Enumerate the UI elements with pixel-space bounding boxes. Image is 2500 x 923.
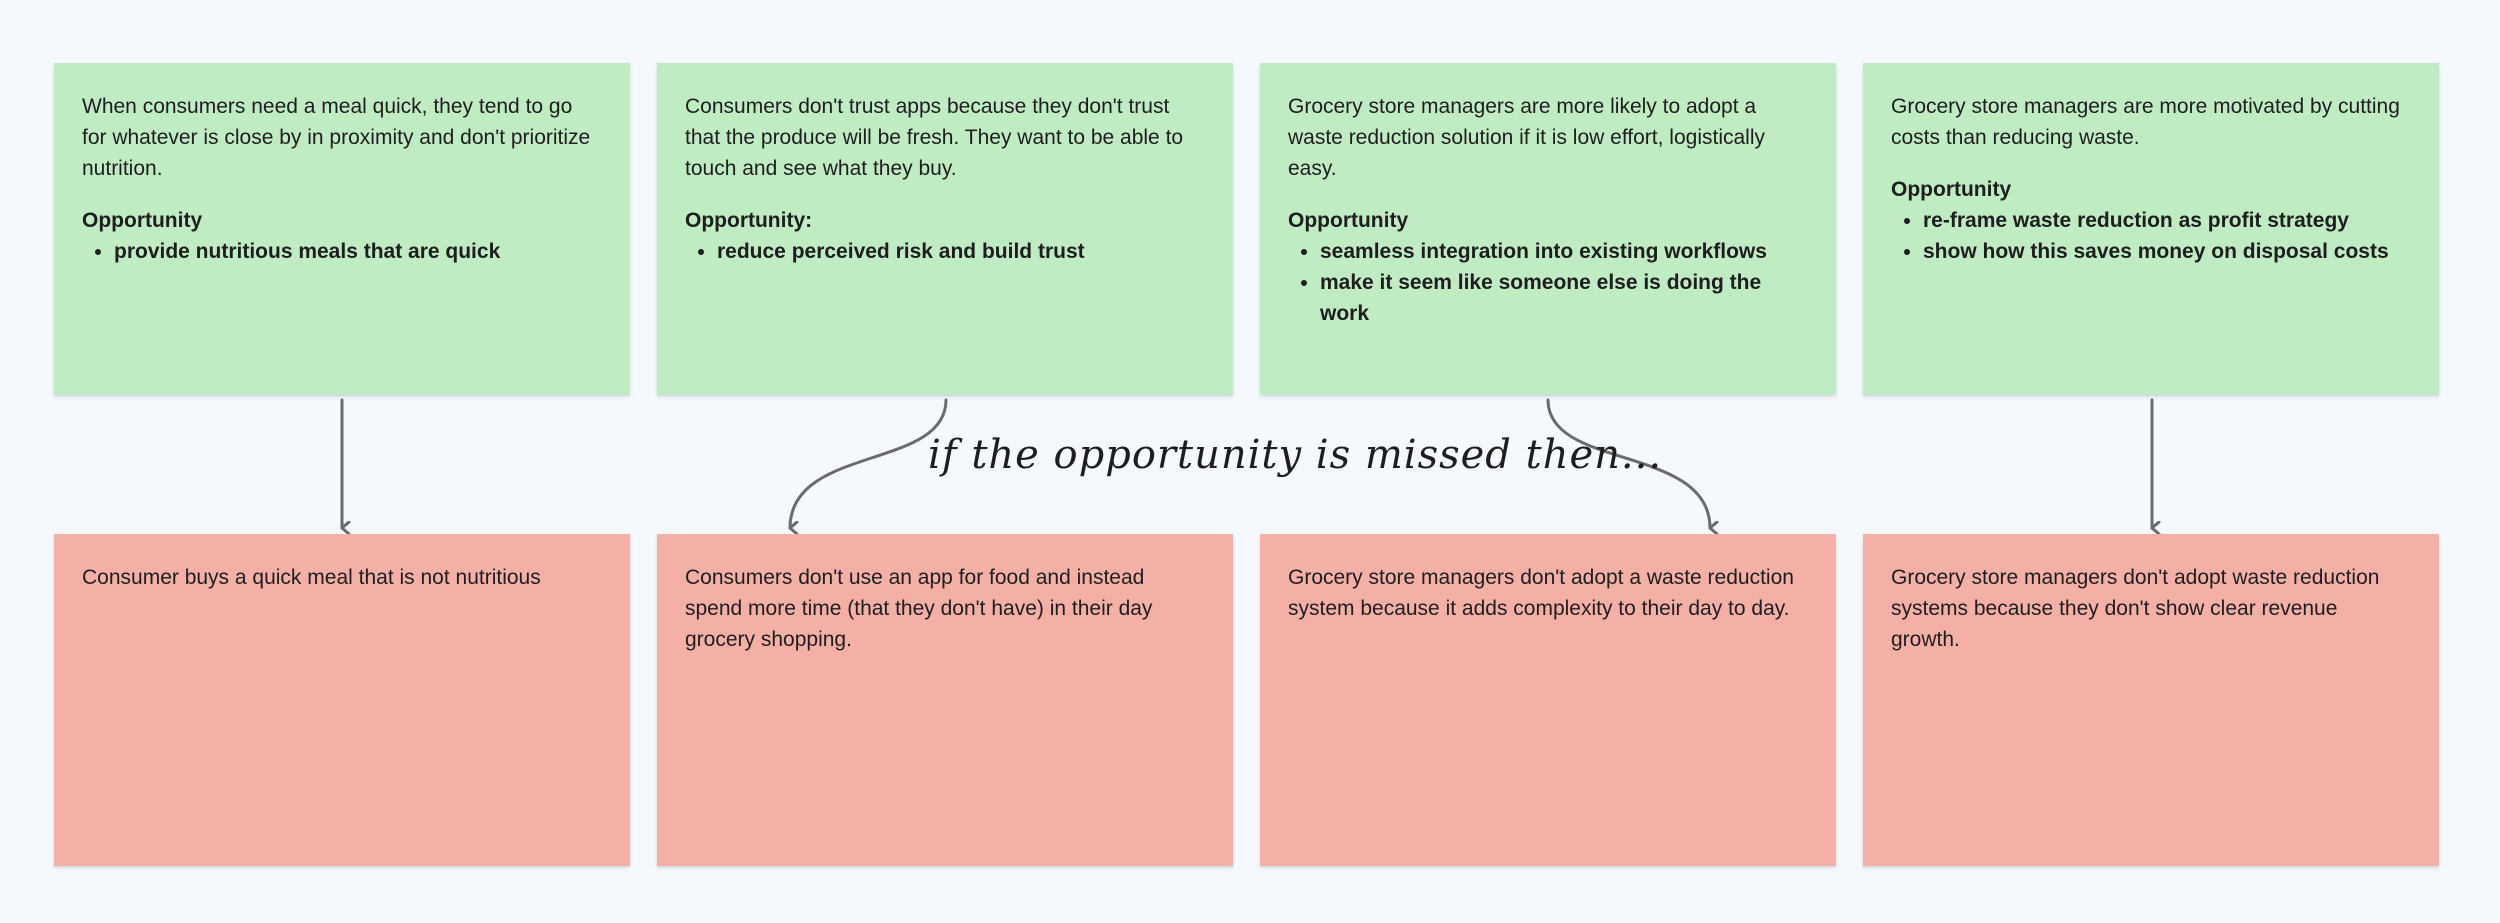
opportunity-item: re-frame waste reduction as profit strat…: [1923, 205, 2411, 236]
consequence-note-2[interactable]: Consumers don't use an app for food and …: [657, 534, 1233, 866]
insight-note-3[interactable]: Grocery store managers are more likely t…: [1260, 63, 1836, 395]
insight-note-2[interactable]: Consumers don't trust apps because they …: [657, 63, 1233, 395]
opportunity-item: provide nutritious meals that are quick: [114, 236, 602, 267]
consequence-text: Grocery store managers don't adopt a was…: [1288, 566, 1794, 620]
opportunity-item: make it seem like someone else is doing …: [1320, 267, 1808, 329]
insight-text: When consumers need a meal quick, they t…: [82, 95, 591, 180]
consequence-text: Consumers don't use an app for food and …: [685, 566, 1153, 651]
opportunity-item: reduce perceived risk and build trust: [717, 236, 1205, 267]
connector-arrow-2: [788, 398, 948, 528]
opportunity-title: Opportunity: [82, 209, 203, 232]
opportunity-list: reduce perceived risk and build trust: [685, 236, 1205, 267]
insight-text: Grocery store managers are more motivate…: [1891, 95, 2400, 149]
opportunity-list: re-frame waste reduction as profit strat…: [1891, 205, 2411, 267]
consequence-note-1[interactable]: Consumer buys a quick meal that is not n…: [54, 534, 630, 866]
opportunity-item: seamless integration into existing workf…: [1320, 236, 1808, 267]
consequence-text: Consumer buys a quick meal that is not n…: [82, 566, 541, 589]
opportunity-item: show how this saves money on disposal co…: [1923, 236, 2411, 267]
connector-arrow-3: [1546, 398, 1710, 528]
insight-text: Consumers don't trust apps because they …: [685, 95, 1184, 180]
opportunity-list: seamless integration into existing workf…: [1288, 236, 1808, 329]
consequence-note-4[interactable]: Grocery store managers don't adopt waste…: [1863, 534, 2439, 866]
missed-opportunity-annotation: if the opportunity is missed then...: [928, 432, 1663, 478]
opportunity-list: provide nutritious meals that are quick: [82, 236, 602, 267]
opportunity-title: Opportunity: [1288, 209, 1409, 232]
opportunity-title: Opportunity: [1891, 178, 2012, 201]
consequence-note-3[interactable]: Grocery store managers don't adopt a was…: [1260, 534, 1836, 866]
insight-note-4[interactable]: Grocery store managers are more motivate…: [1863, 63, 2439, 395]
consequence-text: Grocery store managers don't adopt waste…: [1891, 566, 2380, 651]
opportunity-title: Opportunity:: [685, 209, 813, 232]
insight-note-1[interactable]: When consumers need a meal quick, they t…: [54, 63, 630, 395]
insight-text: Grocery store managers are more likely t…: [1288, 95, 1765, 180]
